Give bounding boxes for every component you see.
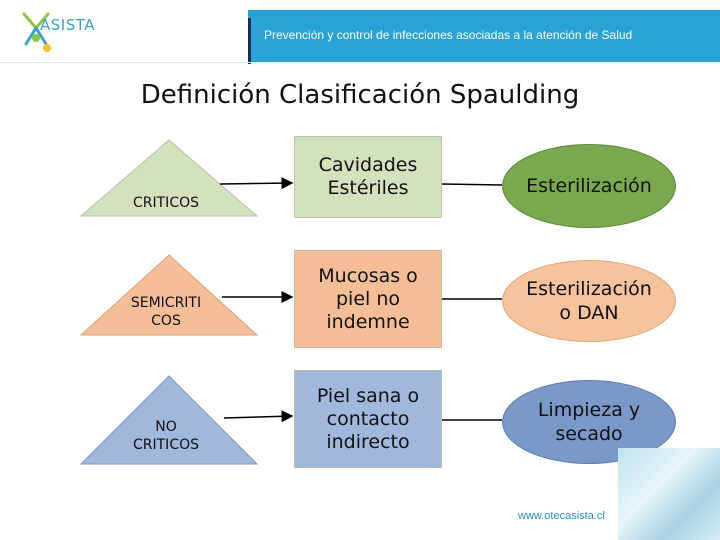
tissue-line: Cavidades bbox=[318, 154, 418, 176]
clinical-photo bbox=[618, 448, 720, 540]
category-line: CRITICOS bbox=[133, 437, 199, 453]
asista-logo-icon bbox=[22, 12, 51, 52]
category-noncritical: NO CRITICOS bbox=[116, 418, 216, 454]
tissue-box-mucosa: Mucosas o piel no indemne bbox=[294, 250, 442, 348]
header-divider bbox=[248, 18, 251, 64]
connector-critical-arrow bbox=[219, 177, 294, 190]
header: ASISTA Prevención y control de infeccion… bbox=[0, 0, 720, 64]
footer-url: www.otecasista.cl bbox=[518, 510, 605, 522]
category-semicritical: SEMICRITI COS bbox=[116, 294, 216, 330]
tissue-box-skin: Piel sana o contacto indirecto bbox=[294, 370, 442, 468]
tissue-line: indemne bbox=[326, 310, 410, 333]
tissue-line: indirecto bbox=[326, 430, 410, 453]
tissue-line: contacto bbox=[326, 407, 410, 430]
connector-sterile-line bbox=[441, 183, 503, 186]
process-oval-sterilization: Esterilización bbox=[502, 144, 676, 228]
connector-noncritical-arrow bbox=[223, 410, 294, 423]
category-line: CRITICOS bbox=[133, 195, 199, 211]
process-line: o DAN bbox=[559, 302, 619, 324]
noncritical-triangle bbox=[79, 375, 259, 465]
process-oval-sterilization-dan: Esterilización o DAN bbox=[502, 260, 676, 342]
semicritical-triangle bbox=[79, 254, 259, 336]
header-subtitle: Prevención y control de infecciones asoc… bbox=[264, 28, 633, 42]
process-oval-cleaning: Limpieza y secado bbox=[502, 380, 676, 464]
tissue-line: Estériles bbox=[327, 177, 409, 199]
header-rule bbox=[0, 62, 720, 63]
process-line: Esterilización bbox=[526, 278, 652, 300]
process-line: secado bbox=[555, 423, 623, 445]
tissue-line: Mucosas o bbox=[318, 264, 418, 287]
process-line: Limpieza y bbox=[537, 399, 641, 421]
category-line: COS bbox=[151, 313, 181, 329]
header-banner bbox=[248, 10, 720, 62]
category-line: NO bbox=[155, 419, 177, 435]
category-line: SEMICRITI bbox=[130, 295, 202, 311]
tissue-line: piel no bbox=[335, 287, 400, 310]
logo-text: ASISTA bbox=[40, 16, 95, 34]
slide-title: Definición Clasificación Spaulding bbox=[140, 80, 580, 110]
tissue-box-sterile: Cavidades Estériles bbox=[294, 136, 442, 218]
critical-triangle bbox=[79, 139, 259, 217]
process-line: Esterilización bbox=[526, 175, 652, 197]
tissue-line: Piel sana o bbox=[316, 384, 420, 407]
category-critical: CRITICOS bbox=[116, 194, 216, 212]
